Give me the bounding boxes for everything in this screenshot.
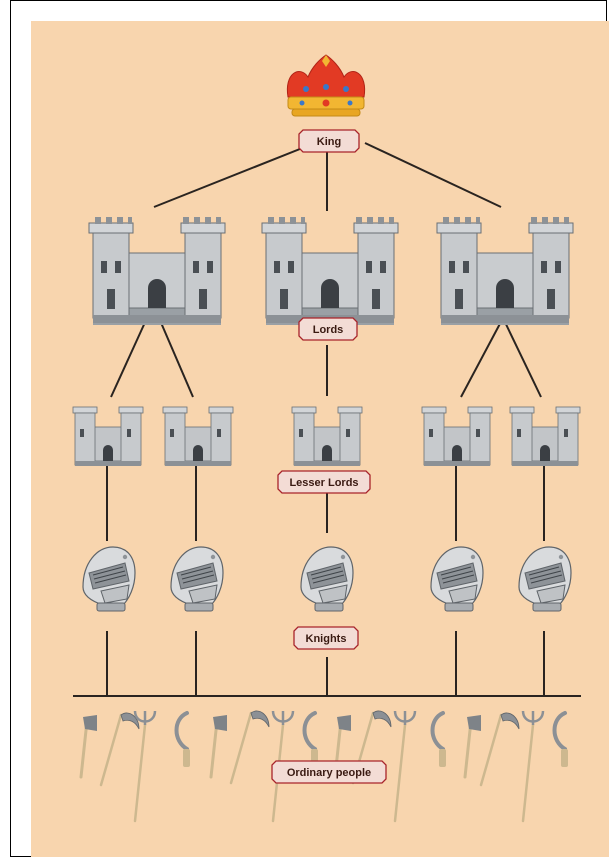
connector-lord-lesser-5 (502, 317, 542, 398)
label-lords: Lords (298, 317, 358, 341)
diagram-panel: King Lords Lesser Lords Knights Ordinary… (31, 21, 609, 857)
label-lords-text: Lords (313, 324, 344, 336)
connector-lord-lesser-2 (158, 317, 194, 398)
crown-icon (286, 54, 366, 117)
label-king-text: King (317, 136, 341, 148)
feudal-hierarchy-diagram: King Lords Lesser Lords Knights Ordinary… (31, 21, 609, 857)
label-knights-text: Knights (306, 633, 347, 645)
label-ordinary-people-text: Ordinary people (287, 767, 371, 779)
connector-king-lord-left (153, 142, 316, 208)
hierarchy-connectors (73, 142, 581, 697)
label-lesser-lords: Lesser Lords (277, 470, 371, 494)
label-lesser-lords-text: Lesser Lords (289, 477, 358, 489)
connector-lord-lesser-1 (110, 317, 148, 398)
connector-lord-lesser-4 (460, 317, 504, 398)
diagram-frame: King Lords Lesser Lords Knights Ordinary… (10, 0, 609, 857)
label-knights: Knights (293, 626, 359, 650)
label-king: King (298, 129, 360, 153)
connector-king-lord-right (364, 142, 502, 208)
label-ordinary-people: Ordinary people (271, 760, 387, 784)
